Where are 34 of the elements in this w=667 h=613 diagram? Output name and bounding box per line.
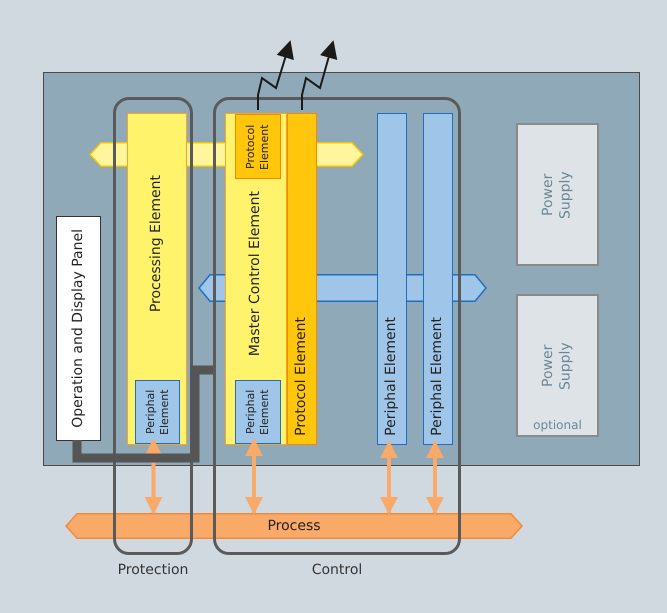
arrow [380, 440, 398, 515]
module-label: Periphal Element [429, 316, 446, 436]
power-supply-module [516, 123, 599, 266]
module-label: Periphal Element [144, 388, 172, 437]
module-card [423, 113, 453, 445]
module-card [127, 113, 187, 445]
arrow [257, 40, 294, 110]
connector-line [72, 366, 213, 462]
arrow [144, 438, 162, 515]
module-label: Protocol Element [293, 316, 310, 436]
module-label: Process [267, 518, 321, 534]
module-label: Operation and Display Panel [70, 229, 87, 428]
module-label: Periphal Element [383, 316, 400, 436]
module-label: Processing Element [148, 175, 166, 313]
group-label: Control [312, 562, 362, 578]
module-card [235, 380, 281, 444]
arrow [426, 440, 444, 515]
module-card [377, 113, 407, 445]
module-label: Power Supply [540, 170, 574, 220]
module-label: Power Supply [540, 340, 574, 392]
group-label: Protection [118, 562, 188, 578]
module-label: Periphal Element [244, 388, 272, 437]
module-note: optional [533, 418, 582, 432]
panel-module [56, 216, 101, 441]
arrow [245, 438, 263, 515]
arrow [301, 40, 338, 110]
module-card [225, 113, 287, 445]
module-label: Protocol Element [244, 122, 272, 172]
module-card [135, 380, 180, 444]
module-card [287, 113, 317, 445]
module-card [235, 114, 281, 179]
module-label: Master Control Element [247, 191, 264, 357]
process-band [65, 513, 523, 539]
power-supply-module [516, 294, 599, 437]
